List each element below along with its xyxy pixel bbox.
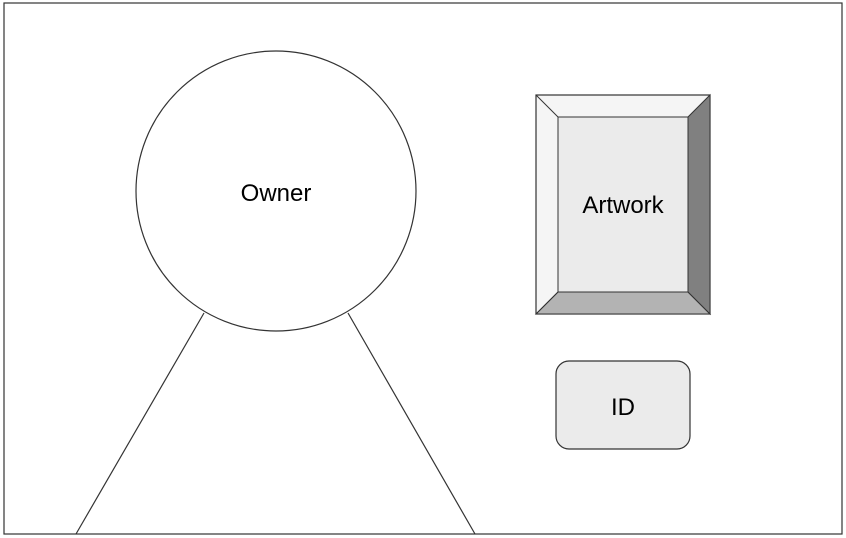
- artwork-frame-bottom-bevel: [534, 291, 712, 315]
- artwork-label: Artwork: [582, 192, 664, 219]
- id-label: ID: [611, 394, 635, 421]
- owner-label: Owner: [241, 180, 312, 207]
- owner-body-left-edge: [75, 312, 205, 535]
- diagram-border: [3, 2, 843, 535]
- id-box: [555, 360, 691, 450]
- artwork-frame-corner-tl: [535, 94, 559, 118]
- id-node[interactable]: ID: [555, 360, 691, 450]
- artwork-frame-right-bevel: [687, 93, 711, 316]
- owner-node[interactable]: Owner: [75, 50, 476, 535]
- artwork-frame-corner-bl: [535, 291, 559, 315]
- owner-head: [135, 50, 417, 332]
- artwork-node[interactable]: Artwork: [534, 93, 712, 316]
- owner-body-right-edge: [347, 312, 476, 535]
- artwork-canvas: [557, 116, 689, 293]
